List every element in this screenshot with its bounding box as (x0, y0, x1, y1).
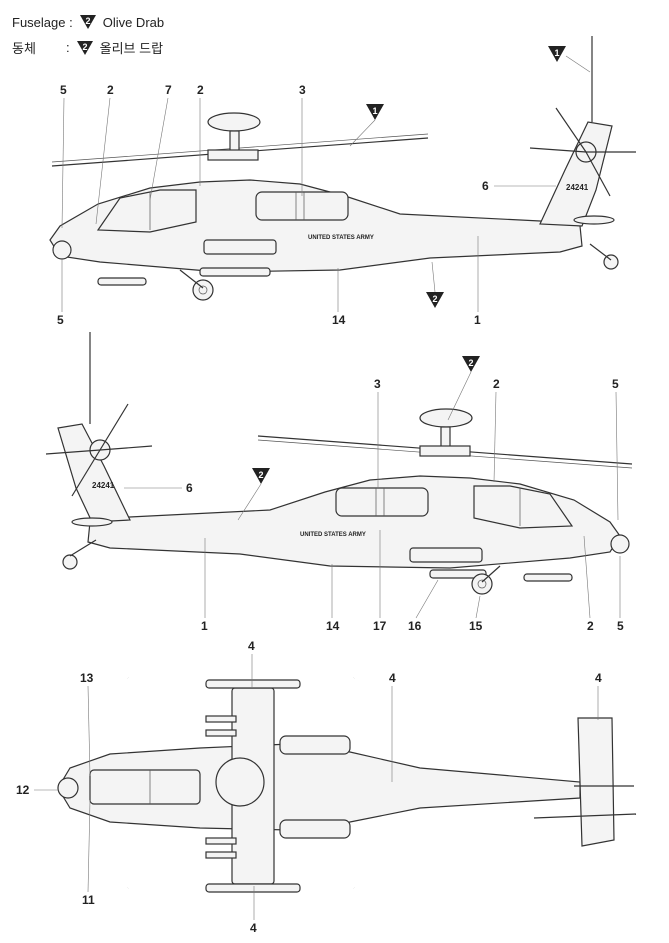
right-side-view: UNITED STATES ARMY 24241 2 2 3 2 5 6 1 1… (45, 332, 633, 633)
legend-color-name: Olive Drab (102, 14, 165, 30)
svg-text:2: 2 (432, 294, 437, 304)
callout-number: 4 (595, 671, 602, 685)
rocket-pod (205, 679, 301, 689)
legend-sep: : (66, 40, 70, 55)
callout-number: 3 (374, 377, 381, 391)
engine-left (279, 735, 351, 755)
serial-decal: 24241 (566, 183, 589, 192)
nose-sensor (610, 534, 630, 554)
tail-fin (57, 423, 131, 523)
left-side-view: UNITED STATES ARMY 24241 1 1 2 5 2 7 2 3… (49, 36, 636, 327)
callout-number: 6 (186, 481, 193, 495)
legend-fuselage-en: Fuselage : 2 Olive Drab (12, 14, 164, 30)
svg-text:2: 2 (468, 358, 473, 368)
rotor-hub (419, 445, 471, 457)
callout-number: 3 (299, 83, 306, 97)
callout-number: 4 (248, 639, 255, 653)
top-view: 13 4 4 4 12 11 4 (16, 639, 637, 935)
callout-number: 2 (197, 83, 204, 97)
callout-number: 5 (612, 377, 619, 391)
stabilizer (573, 215, 615, 225)
rotor-hub (207, 149, 259, 161)
paint-marker: 1 (548, 46, 566, 62)
rotor-hub (215, 757, 265, 807)
legend-label-kr: 동체 (12, 41, 36, 56)
rocket-pod (523, 573, 573, 582)
army-decal: UNITED STATES ARMY (300, 532, 366, 538)
rocket-pod (97, 277, 147, 286)
callout-number: 2 (587, 619, 594, 633)
svg-text:1: 1 (372, 106, 377, 116)
callout-number: 16 (408, 619, 422, 633)
callout-number: 15 (469, 619, 483, 633)
main-wheel (471, 573, 493, 595)
mast-radar (207, 112, 261, 132)
svg-text:2: 2 (258, 470, 263, 480)
legend-color-name-kr: 올리브 드랍 (99, 41, 164, 56)
callout-number: 14 (332, 313, 346, 327)
mast-radar (419, 408, 473, 428)
callout-number: 2 (107, 83, 114, 97)
nose-sensor (52, 240, 72, 260)
rocket-pod (205, 883, 301, 893)
army-decal: UNITED STATES ARMY (308, 235, 374, 241)
callout-number: 17 (373, 619, 387, 633)
svg-text:2: 2 (82, 42, 87, 52)
callout-number: 5 (617, 619, 624, 633)
callout-number: 5 (60, 83, 67, 97)
legend-label: Fuselage : (12, 14, 73, 30)
main-wheel (192, 279, 214, 301)
hellfire-rack (199, 267, 271, 277)
callout-number: 2 (493, 377, 500, 391)
canopy (89, 769, 201, 805)
paint-marker-icon: 2 (76, 40, 93, 55)
paint-marker: 2 (426, 292, 444, 308)
callout-number: 12 (16, 783, 30, 797)
tail-rotor (45, 403, 153, 497)
paint-marker: 2 (462, 356, 480, 372)
tail-rotor (529, 107, 636, 197)
hellfire-rack (429, 569, 487, 579)
callout-number: 1 (201, 619, 208, 633)
callout-number: 5 (57, 313, 64, 327)
canopy (96, 189, 197, 233)
svg-text:1: 1 (554, 48, 559, 58)
horizontal-stabilizer (577, 717, 615, 847)
engine-right (279, 819, 351, 839)
paint-marker-icon: 2 (79, 15, 96, 29)
callout-number: 13 (80, 671, 94, 685)
serial-decal: 24241 (92, 481, 115, 490)
tail-wheel (603, 254, 619, 270)
callout-number: 4 (250, 921, 257, 935)
callout-number: 14 (326, 619, 340, 633)
callout-number: 7 (165, 83, 172, 97)
callout-number: 1 (474, 313, 481, 327)
nose-sensor (57, 777, 79, 799)
legend-fuselage-kr: 동체 : 2 올리브 드랍 (12, 38, 163, 57)
engine-nacelle (335, 487, 429, 517)
canopy (473, 485, 574, 529)
callout-number: 11 (82, 893, 95, 907)
paint-marker: 1 (366, 104, 384, 120)
callout-number: 6 (482, 179, 489, 193)
paint-marker: 2 (252, 468, 270, 484)
tail-wheel (62, 554, 78, 570)
stabilizer (71, 517, 113, 527)
svg-text:2: 2 (85, 16, 90, 26)
callout-number: 4 (389, 671, 396, 685)
engine-nacelle (255, 191, 349, 221)
